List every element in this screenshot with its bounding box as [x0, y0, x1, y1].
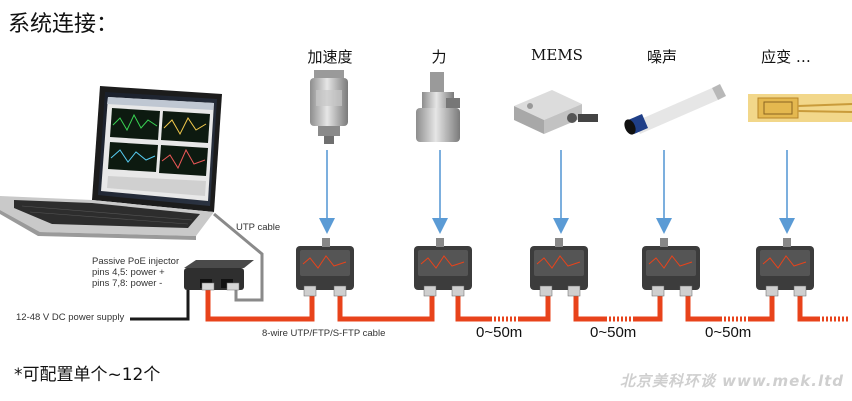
module-2 [414, 238, 472, 297]
utp-cable-line [213, 212, 264, 302]
sensor-label-force: 力 [431, 48, 447, 66]
page-title: 系统连接： [8, 12, 119, 37]
pins-power-minus-label: pins 7,8: power - [92, 278, 163, 289]
distance-label-1: 0~50m [476, 324, 523, 341]
power-supply-label: 12-48 V DC power supply [16, 312, 125, 323]
module-5 [756, 238, 814, 297]
poe-injector-label: Passive PoE injector [92, 256, 180, 267]
sensor-label-strain: 应变 … [761, 48, 811, 66]
network-cable [205, 288, 850, 322]
watermark: 北京美科环谈 www.mek.ltd [619, 372, 844, 390]
utp-cable-label: UTP cable [236, 222, 281, 233]
sensor-label-mems: MEMS [531, 46, 583, 64]
ftp-cable-label: 8-wire UTP/FTP/S-FTP cable [262, 328, 386, 339]
distance-label-2: 0~50m [590, 324, 637, 341]
sensor-label-acceleration: 加速度 [307, 48, 353, 66]
module-1 [296, 238, 354, 297]
dc-power-cable [130, 290, 190, 321]
sensor-arrows [319, 150, 795, 234]
laptop [0, 86, 222, 240]
accelerometer-sensor [310, 70, 348, 144]
pins-power-plus-label: pins 4,5: power + [92, 267, 165, 278]
mems-sensor [514, 90, 598, 134]
strain-gauge-sensor [748, 94, 852, 122]
module-4 [642, 238, 700, 297]
module-3 [530, 238, 588, 297]
distance-label-3: 0~50m [705, 324, 752, 341]
config-note: *可配置单个~12个 [14, 365, 161, 385]
poe-injector [184, 260, 254, 290]
sensor-label-noise: 噪声 [646, 48, 677, 66]
microphone-sensor [624, 84, 726, 135]
force-sensor [416, 72, 460, 142]
